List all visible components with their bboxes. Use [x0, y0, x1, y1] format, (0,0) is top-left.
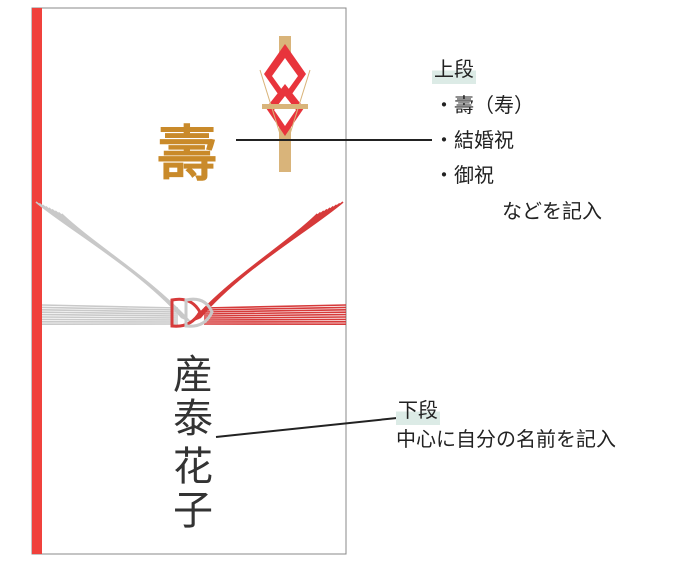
white-cord-arc	[61, 213, 191, 322]
cord-knot	[184, 297, 214, 328]
red-band	[32, 8, 42, 554]
red-cord-line	[203, 309, 347, 313]
red-cord-line	[203, 318, 347, 321]
red-cord-line	[203, 316, 347, 319]
upper-heading: 上段	[432, 54, 476, 84]
noshi-icon	[259, 36, 311, 172]
white-cord-line	[41, 318, 179, 321]
lower-heading-text: 下段	[396, 395, 440, 425]
upper-item-1: ・壽（寿）	[434, 93, 534, 117]
white-cord-line	[41, 313, 179, 317]
lower-note: 中心に自分の名前を記入	[396, 427, 616, 451]
upper-heading-text: 上段	[432, 54, 476, 84]
white-cord-line	[41, 304, 179, 309]
white-cord-line	[41, 306, 179, 311]
red-cord-line	[203, 311, 347, 315]
name-char-1: 産	[173, 352, 213, 398]
kotobuki-text: 壽	[157, 120, 217, 190]
upper-item-2: ・結婚祝	[434, 128, 514, 152]
name-char-4: 子	[173, 488, 213, 534]
red-cord-line	[203, 306, 347, 311]
upper-note: などを記入	[502, 199, 602, 223]
cord-knot	[170, 297, 202, 328]
red-cord-line	[203, 313, 347, 317]
white-cord-line	[41, 316, 179, 319]
lower-callout-line	[215, 417, 398, 438]
name-char-2: 泰	[173, 396, 213, 442]
name-char-3: 花	[173, 444, 213, 490]
red-cord-line	[203, 304, 347, 309]
white-cord-line	[41, 311, 179, 315]
upper-item-3: ・御祝	[434, 163, 494, 187]
lower-heading: 下段	[396, 395, 440, 425]
mizuhiki-cords	[35, 201, 347, 328]
white-cord-line	[41, 309, 179, 313]
red-cord-arc	[191, 213, 318, 322]
